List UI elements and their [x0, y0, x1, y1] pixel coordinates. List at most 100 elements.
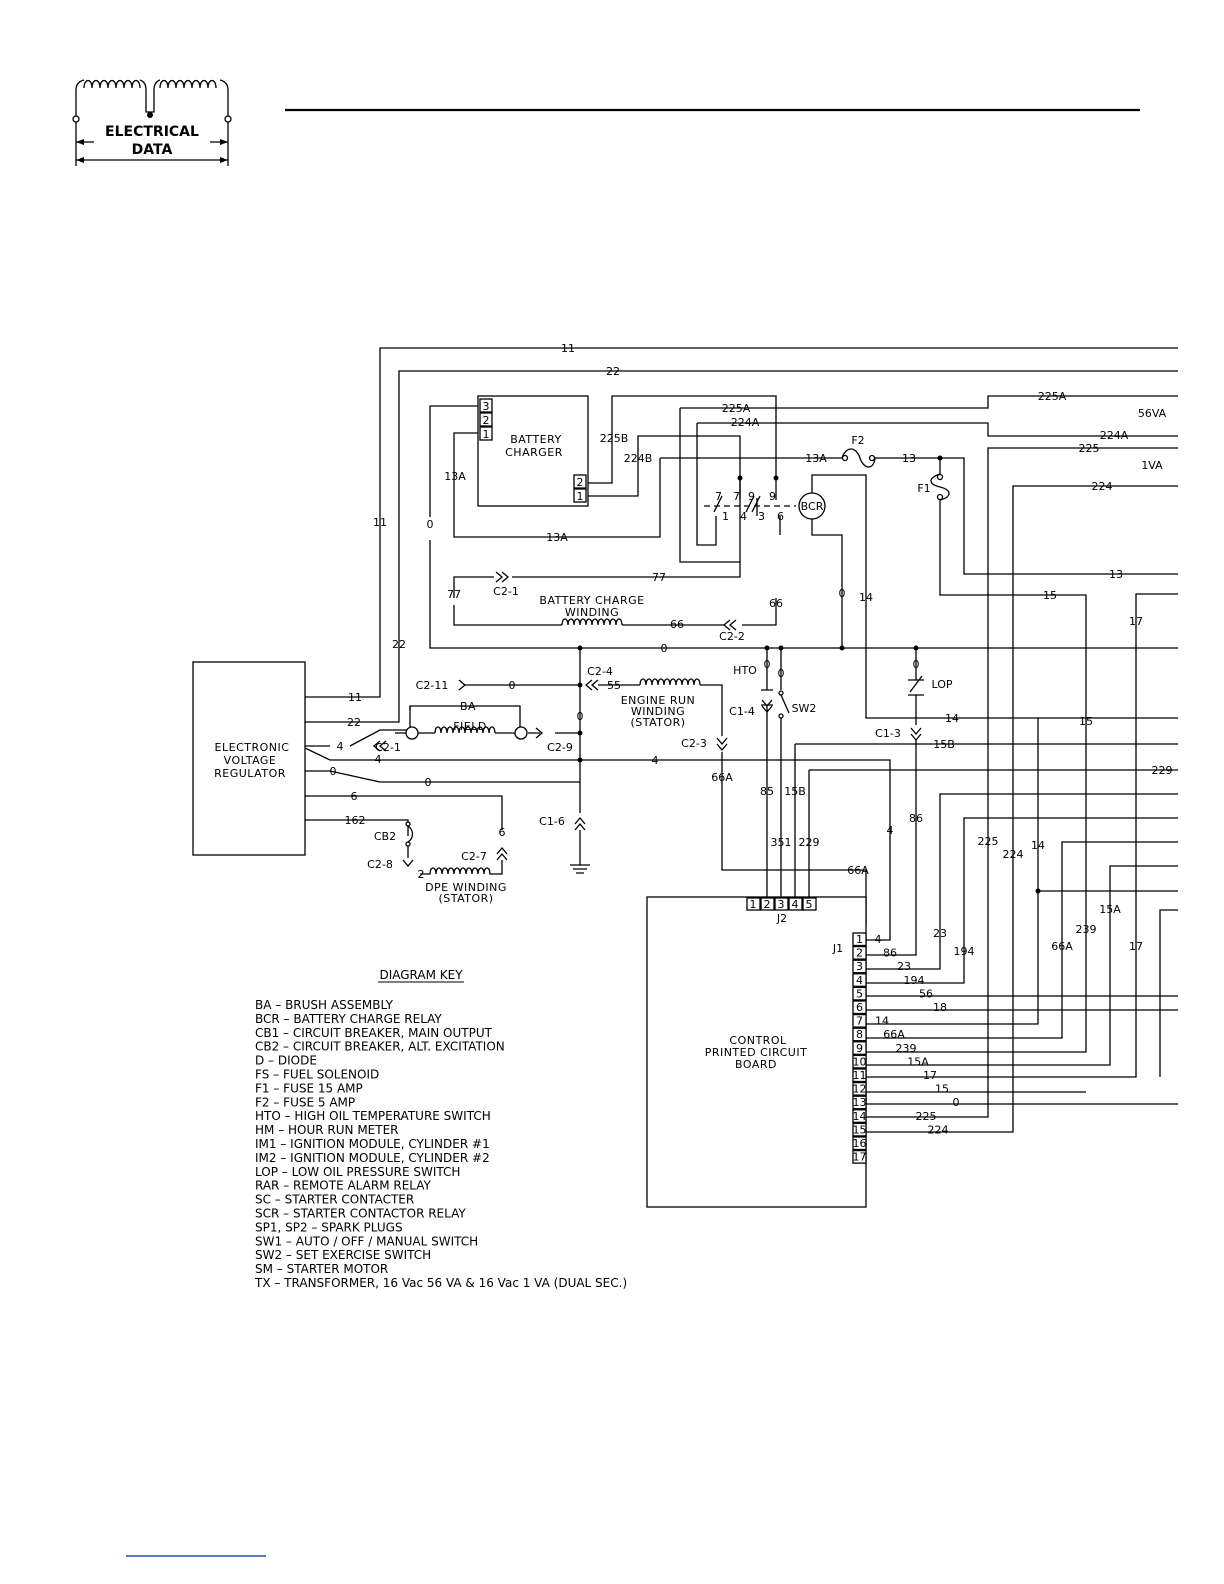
j1-pin: 17 — [853, 1151, 867, 1164]
logo-text-line1: ELECTRICAL — [105, 124, 199, 140]
wire-label: 162 — [345, 814, 366, 827]
wire-label: 55 — [607, 679, 621, 692]
j1-pin-cell — [852, 1081, 867, 1096]
key-title: DIAGRAM KEY — [379, 968, 463, 982]
j1-pin-cell — [852, 1109, 867, 1123]
wire-label: 2 — [418, 868, 425, 881]
wire-label: 13A — [546, 531, 568, 544]
control-board-label: CONTROL — [729, 1034, 787, 1047]
connector-c2-8: C2-8 — [367, 858, 393, 871]
j1-wire-label: 4 — [875, 933, 882, 946]
connector-c2-7: C2-7 — [461, 850, 487, 863]
j1-label: J1 — [832, 942, 843, 955]
j1-wire-label: 224 — [928, 1123, 949, 1136]
j1-pin: 9 — [856, 1042, 863, 1055]
wire-label: 13A — [444, 470, 466, 483]
j1-wire-label: 15 — [935, 1083, 949, 1096]
field-winding: FIELD BA — [405, 700, 528, 740]
transformer-1va-label: 1VA — [1141, 459, 1163, 472]
j2-pin: 2 — [764, 898, 771, 911]
wire-label: 0 — [427, 518, 434, 531]
j2-pin: 4 — [792, 898, 799, 911]
wire-label: 23 — [933, 927, 947, 940]
wire-label: 239 — [1076, 923, 1097, 936]
wire-label: 77 — [447, 588, 461, 601]
j1-wire-label: 194 — [904, 974, 925, 987]
wire-labels: 11 22 225A 225A 224A 224A 225 224 13A 13… — [330, 342, 1173, 958]
j1-wire-label: 56 — [919, 987, 933, 1000]
wire-label: 13 — [1109, 568, 1123, 581]
key-item: CB2 – CIRCUIT BREAKER, ALT. EXCITATION — [255, 1040, 505, 1054]
wire-label: 22 — [347, 716, 361, 729]
lop-label: LOP — [931, 678, 952, 691]
wire-label: 66 — [769, 597, 783, 610]
wire-label: 15B — [933, 738, 955, 751]
battery-charge-winding: BATTERY CHARGE WINDING — [539, 594, 644, 626]
j1-wire-label: 23 — [897, 960, 911, 973]
j1-wire-label: 86 — [883, 947, 897, 960]
relay-contact-number: 9 — [748, 490, 755, 503]
j2-pin: 1 — [750, 898, 757, 911]
wire-label: 0 — [577, 710, 584, 723]
j1-pin: 10 — [853, 1055, 867, 1068]
wire-label: 225A — [722, 402, 751, 415]
wire-label: 4 — [375, 753, 382, 766]
key-item: FS – FUEL SOLENOID — [255, 1068, 379, 1082]
j1-wire-label: 239 — [896, 1042, 917, 1055]
key-item: RAR – REMOTE ALARM RELAY — [255, 1179, 432, 1193]
transformer-56va-label: 56VA — [1138, 407, 1167, 420]
wire-label: 4 — [652, 754, 659, 767]
wire-label: 0 — [913, 658, 920, 671]
j1-pin: 1 — [856, 933, 863, 946]
wire-label: 85 — [760, 785, 774, 798]
wire-label: 77 — [652, 571, 666, 584]
key-item: D – DIODE — [255, 1054, 317, 1068]
wire-label: 194 — [954, 945, 975, 958]
wire-label: 14 — [945, 712, 959, 725]
engine-run-winding: ENGINE RUN WINDING (STATOR) — [621, 678, 701, 729]
wire-label: 0 — [839, 587, 846, 600]
j1-pin: 13 — [853, 1096, 867, 1109]
dpe-winding-label: DPE WINDING — [425, 881, 507, 894]
j1-pin-cell — [852, 1054, 867, 1069]
wire-label: 66 — [670, 618, 684, 631]
j1-wire-label: 0 — [953, 1096, 960, 1109]
wire-label: 0 — [330, 765, 337, 778]
relay-contact-number: 1 — [722, 510, 729, 523]
wire-label: 4 — [337, 740, 344, 753]
wire-label: 66A — [711, 771, 733, 784]
j2-label: J2 — [776, 912, 787, 925]
key-item: SCR – STARTER CONTACTOR RELAY — [255, 1207, 466, 1221]
wire-label: 66A — [1051, 940, 1073, 953]
relay-contact-number: 7 — [733, 490, 740, 503]
wire-label: 17 — [1129, 615, 1143, 628]
wire-label: 14 — [859, 591, 873, 604]
wire-label: 224B — [624, 452, 653, 465]
j1-pin-cell — [852, 945, 867, 960]
charger-pin: 2 — [577, 476, 584, 489]
battery-charge-winding-label: BATTERY CHARGE — [539, 594, 644, 607]
j1-pin: 14 — [853, 1110, 867, 1123]
j1-pin: 15 — [853, 1123, 867, 1136]
relay-contact-number: 3 — [758, 510, 765, 523]
wire-label: 11 — [348, 691, 362, 704]
wire-label: 224A — [1100, 429, 1129, 442]
j1-pin: 6 — [856, 1001, 863, 1014]
wires — [304, 347, 1178, 1133]
evr-label: REGULATOR — [214, 767, 286, 780]
f2-label: F2 — [851, 434, 864, 447]
wire-label: 224 — [1092, 480, 1113, 493]
j1-pin: 7 — [856, 1015, 863, 1028]
charger-pin: 1 — [577, 490, 584, 503]
wire-label: 0 — [509, 679, 516, 692]
connector-c1-6: C1-6 — [539, 815, 565, 828]
j1-pin-cell — [852, 986, 867, 1001]
key-item: CB1 – CIRCUIT BREAKER, MAIN OUTPUT — [255, 1026, 493, 1040]
wire-label: 14 — [1031, 839, 1045, 852]
wire-label: 13 — [902, 452, 916, 465]
key-item: IM1 – IGNITION MODULE, CYLINDER #1 — [255, 1137, 490, 1151]
wire-label: 225B — [600, 432, 629, 445]
key-item: LOP – LOW OIL PRESSURE SWITCH — [255, 1165, 460, 1179]
j1-pin: 3 — [856, 960, 863, 973]
